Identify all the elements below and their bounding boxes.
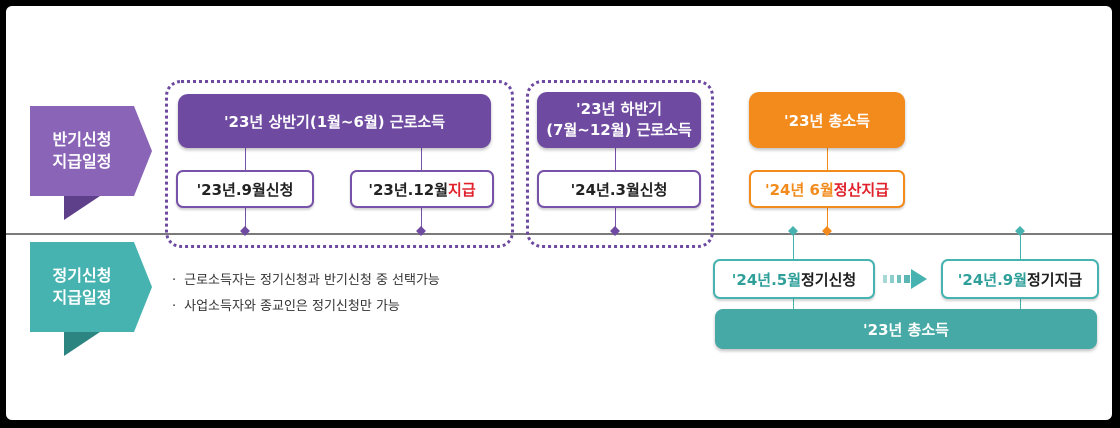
total-income-text-teal: '23년 총소득 bbox=[863, 320, 949, 339]
pay-dec-2023-box: '23년.12월 지급 bbox=[350, 170, 494, 208]
first-half-group bbox=[165, 80, 514, 248]
arrow-right-icon bbox=[883, 269, 927, 289]
note-item: · 근로소득자는 정기신청과 반기신청 중 선택가능 bbox=[172, 268, 572, 294]
box-action-text: 정기지급 bbox=[1027, 270, 1083, 289]
total-income-text-orange: '23년 총소득 bbox=[784, 111, 870, 130]
box-date-text: '23년.12월 bbox=[368, 180, 449, 199]
regular-apply-may-2024-box: '24년.5월 정기신청 bbox=[713, 259, 875, 299]
box-date-text: '23년.9월 bbox=[196, 180, 266, 199]
half-schedule-label: 반기신청 지급일정 bbox=[30, 106, 134, 196]
timeline-axis bbox=[6, 233, 1112, 235]
regular-pay-sep-2024-box: '24년.9월 정기지급 bbox=[941, 259, 1099, 299]
regular-schedule-label: 정기신청 지급일정 bbox=[30, 242, 134, 332]
total-income-header-orange: '23년 총소득 bbox=[749, 92, 905, 148]
bullet-icon: · bbox=[172, 273, 177, 288]
box-date-text: '24년 6월 bbox=[765, 180, 834, 199]
bullet-icon: · bbox=[172, 299, 177, 314]
half-schedule-label-shape bbox=[30, 106, 152, 220]
notes-list: · 근로소득자는 정기신청과 반기신청 중 선택가능 · 사업소득자와 종교인은… bbox=[172, 268, 572, 320]
box-date-text: '24년.9월 bbox=[957, 270, 1027, 289]
regular-label-line2: 지급일정 bbox=[52, 288, 112, 307]
note-text: 근로소득자는 정기신청과 반기신청 중 선택가능 bbox=[184, 273, 440, 288]
regular-schedule-label-shape bbox=[30, 242, 152, 356]
regular-label-line1: 정기신청 bbox=[52, 266, 112, 285]
half-label-line1: 반기신청 bbox=[52, 130, 112, 149]
note-text: 사업소득자와 종교인은 정기신청만 가능 bbox=[184, 299, 400, 314]
box-action-text: 신청 bbox=[639, 180, 668, 199]
box-date-text: '24년.3월 bbox=[570, 180, 640, 199]
note-item: · 사업소득자와 종교인은 정기신청만 가능 bbox=[172, 294, 572, 320]
box-action-text: 정기신청 bbox=[801, 270, 857, 289]
half-label-line2: 지급일정 bbox=[52, 152, 112, 171]
second-half-income-line2: (7월~12월) 근로소득 bbox=[546, 121, 692, 139]
apply-mar-2024-box: '24년.3월 신청 bbox=[537, 170, 701, 208]
settlement-jun-2024-box: '24년 6월 정산지급 bbox=[749, 170, 905, 208]
box-action-text: 정산지급 bbox=[833, 180, 889, 199]
schedule-diagram: 반기신청 지급일정 정기신청 지급일정 '23년 상반기(1월~6월) 근로소득… bbox=[6, 6, 1112, 420]
first-half-income-header: '23년 상반기(1월~6월) 근로소득 bbox=[178, 94, 491, 148]
second-half-income-header: '23년 하반기 (7월~12월) 근로소득 bbox=[537, 92, 701, 148]
apply-sep-2023-box: '23년.9월 신청 bbox=[176, 170, 314, 208]
box-action-text: 신청 bbox=[265, 180, 294, 199]
first-half-income-text: '23년 상반기(1월~6월) 근로소득 bbox=[223, 112, 446, 131]
second-half-income-line1: '23년 하반기 bbox=[576, 100, 662, 118]
second-half-group bbox=[526, 80, 714, 248]
box-date-text: '24년.5월 bbox=[731, 270, 801, 289]
total-income-bar-teal: '23년 총소득 bbox=[715, 309, 1097, 349]
box-action-text: 지급 bbox=[448, 180, 476, 199]
